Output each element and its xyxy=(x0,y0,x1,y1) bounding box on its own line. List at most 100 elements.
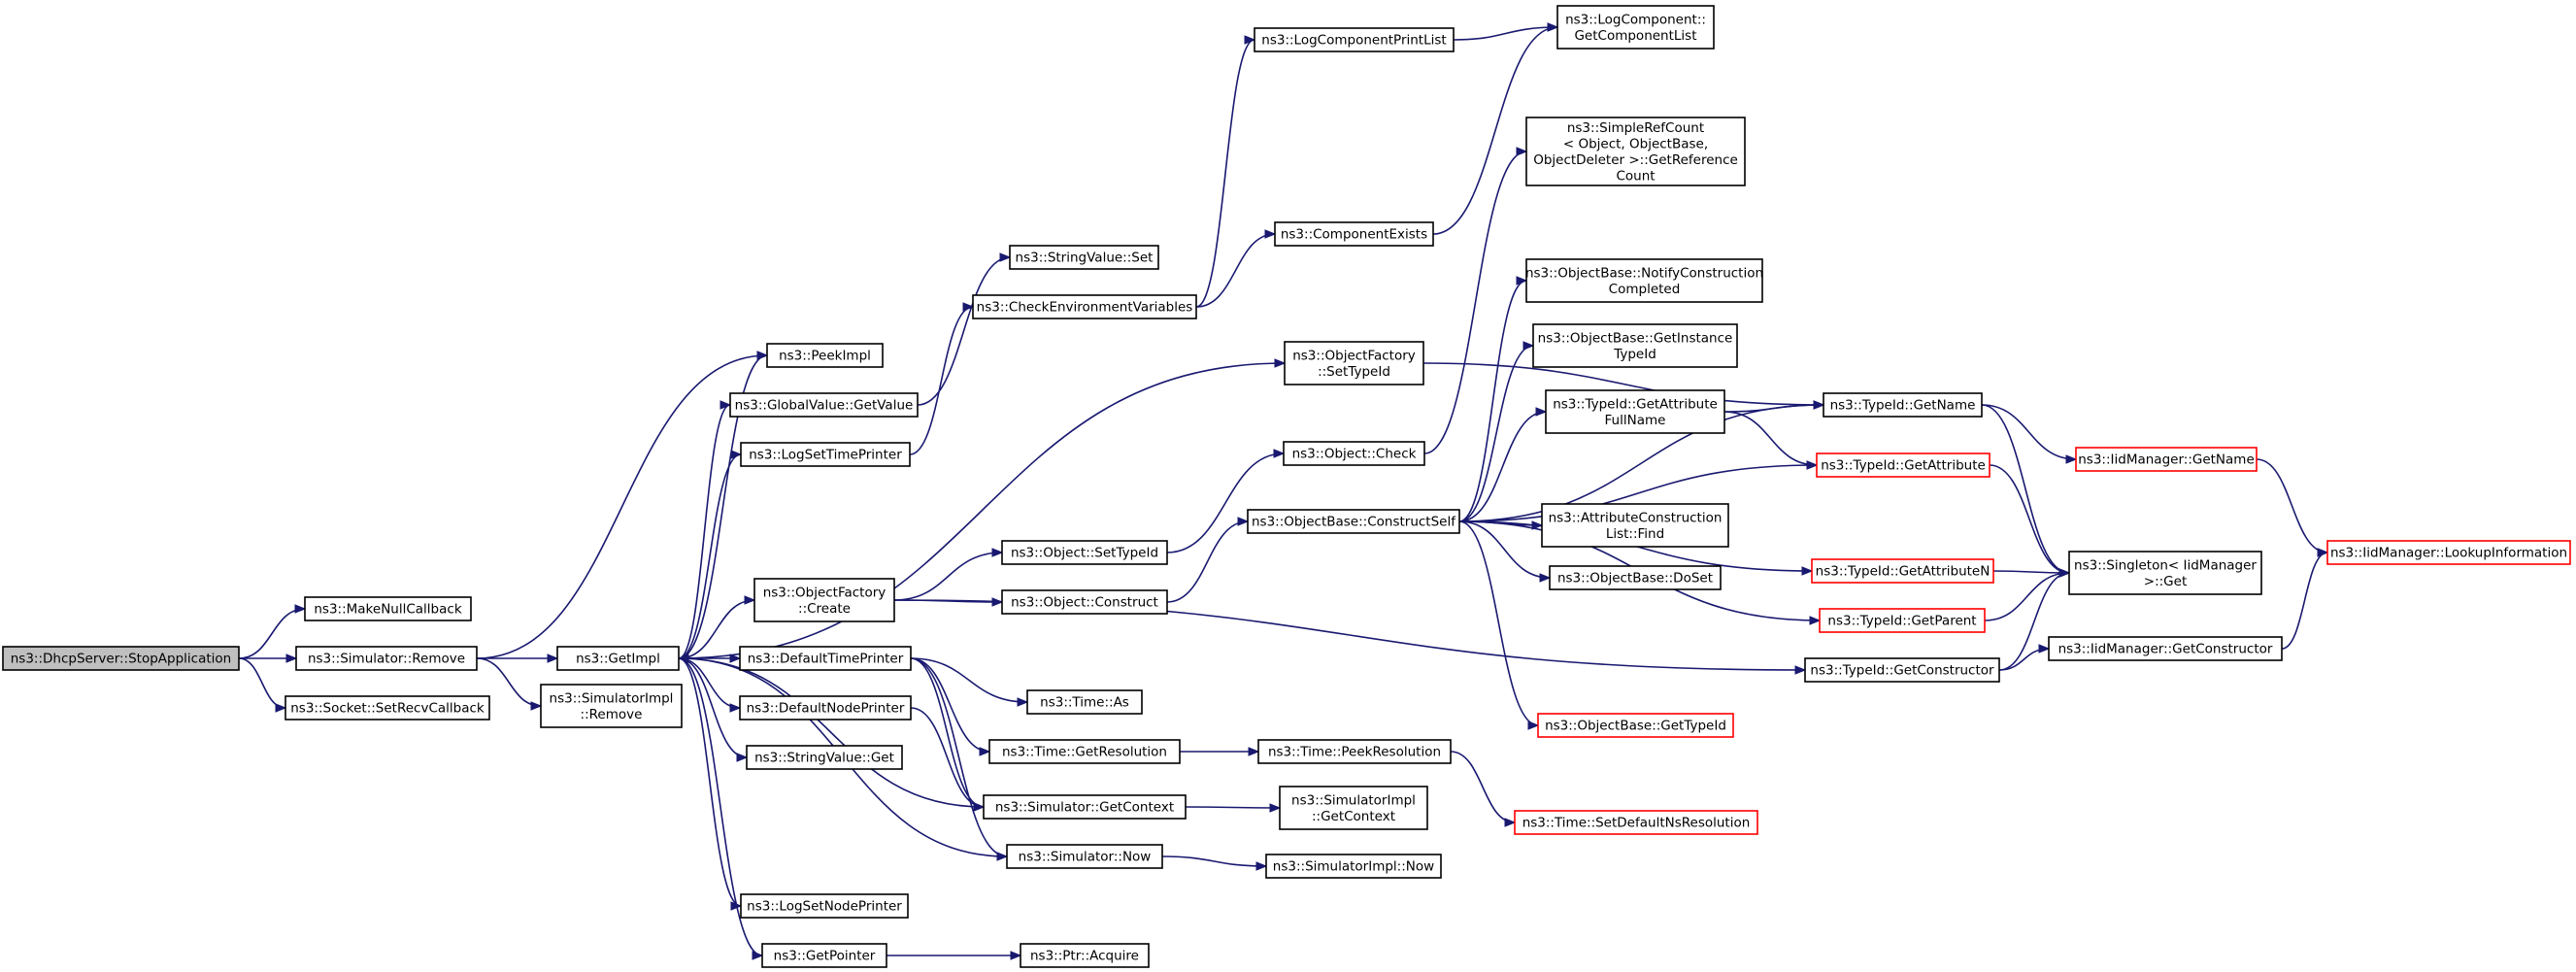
arrowhead xyxy=(2065,454,2078,464)
node-label: ns3::GlobalValue::GetValue xyxy=(735,398,914,414)
arrowhead xyxy=(979,747,991,756)
node-ns3-iidmanager-getname[interactable]: ns3::IidManager::GetName xyxy=(2075,447,2258,472)
node-box xyxy=(2048,636,2283,661)
node-ns3-objectbase-notifyconstruction-completed[interactable]: ns3::ObjectBase::NotifyConstructionCompl… xyxy=(1525,258,1763,303)
node-ns3-simulatorimpl-now[interactable]: ns3::SimulatorImpl::Now xyxy=(1265,854,1442,879)
node-box xyxy=(1549,565,1722,590)
node-ns3-logsetnodeprinter[interactable]: ns3::LogSetNodePrinter xyxy=(740,893,909,919)
node-box xyxy=(1804,657,2000,683)
node-ns3-iidmanager-lookupinformation[interactable]: ns3::IidManager::LookupInformation xyxy=(2326,540,2571,565)
node-ns3-time-peekresolution[interactable]: ns3::Time::PeekResolution xyxy=(1257,739,1452,764)
arrowhead xyxy=(1547,22,1559,32)
node-box xyxy=(1279,786,1428,830)
node-ns3-defaulttimeprinter[interactable]: ns3::DefaultTimePrinter xyxy=(739,646,912,671)
node-label: ns3::GetImpl xyxy=(576,652,660,667)
arrowhead xyxy=(1527,721,1540,730)
node-box xyxy=(1525,117,1746,186)
node-ns3-simulatorimpl-getcontext[interactable]: ns3::SimulatorImpl::GetContext xyxy=(1279,786,1428,830)
node-ns3-checkenvironmentvariables[interactable]: ns3::CheckEnvironmentVariables xyxy=(972,294,1197,319)
node-ns3-logcomponent-getcomponentlist[interactable]: ns3::LogComponent::GetComponentList xyxy=(1556,5,1715,50)
node-ns3-objectbase-doset[interactable]: ns3::ObjectBase::DoSet xyxy=(1549,565,1722,590)
edge-ns3-simulator-now-to-ns3-simulatorimpl-now xyxy=(1161,855,1267,867)
node-ns3-time-getresolution[interactable]: ns3::Time::GetResolution xyxy=(988,739,1181,764)
node-ns3-peekimpl[interactable]: ns3::PeekImpl xyxy=(766,343,884,368)
node-ns3-typeid-getparent[interactable]: ns3::TypeId::GetParent xyxy=(1819,608,1986,633)
node-ns3-getpointer[interactable]: ns3::GetPointer xyxy=(761,943,887,968)
node-box xyxy=(304,596,472,621)
node-ns3-typeid-getattribute[interactable]: ns3::TypeId::GetAttribute xyxy=(1816,452,1991,478)
node-ns3-object-settypeid[interactable]: ns3::Object::SetTypeId xyxy=(1001,540,1168,565)
node-ns3-getimpl[interactable]: ns3::GetImpl xyxy=(556,646,680,671)
node-ns3-dhcpserver-stopapplication[interactable]: ns3::DhcpServer::StopApplication xyxy=(2,646,240,671)
node-label: ns3::CheckEnvironmentVariables xyxy=(977,300,1193,316)
arrowhead xyxy=(1516,147,1528,156)
node-label: ns3::ObjectBase::GetInstance xyxy=(1538,330,1733,346)
node-box xyxy=(1006,844,1163,869)
edge-ns3-iidmanager-getconstructor-to-ns3-iidmanager-lookupinformation xyxy=(2281,552,2328,650)
node-ns3-defaultnodeprinter[interactable]: ns3::DefaultNodePrinter xyxy=(739,695,912,721)
node-label: ::Remove xyxy=(581,707,643,722)
edge-ns3-typeid-getconstructor-to-ns3-singleton-iidmanager-get xyxy=(1998,572,2070,671)
node-ns3-object-construct[interactable]: ns3::Object::Construct xyxy=(1001,589,1168,615)
node-box xyxy=(729,392,919,418)
node-ns3-objectfactory-create[interactable]: ns3::ObjectFactory::Create xyxy=(753,578,895,622)
node-ns3-objectfactory-settypeid[interactable]: ns3::ObjectFactory::SetTypeId xyxy=(1284,341,1424,385)
edge-ns3-defaulttimeprinter-to-ns3-time-as xyxy=(910,657,1028,703)
node-ns3-logsettimeprinter[interactable]: ns3::LogSetTimePrinter xyxy=(740,442,911,467)
node-label: ns3::IidManager::GetConstructor xyxy=(2058,642,2273,657)
edge-ns3-getimpl-to-ns3-stringvalue-get xyxy=(678,657,748,758)
arrowhead xyxy=(1813,400,1825,410)
node-ns3-logcomponentprintlist[interactable]: ns3::LogComponentPrintList xyxy=(1254,27,1455,52)
arrowhead xyxy=(1516,276,1528,285)
node-box xyxy=(1525,258,1763,303)
node-ns3-simulator-now[interactable]: ns3::Simulator::Now xyxy=(1006,844,1163,869)
node-ns3-stringvalue-set[interactable]: ns3::StringValue::Set xyxy=(1009,245,1159,270)
node-ns3-time-as[interactable]: ns3::Time::As xyxy=(1026,689,1143,715)
arrowhead xyxy=(991,548,1004,557)
edge-ns3-simulator-getcontext-to-ns3-getimpl xyxy=(678,657,985,808)
edge-ns3-getimpl-to-ns3-logsetnodeprinter xyxy=(678,657,742,907)
node-ns3-socket-setrecvcallback[interactable]: ns3::Socket::SetRecvCallback xyxy=(284,695,490,721)
node-box xyxy=(740,442,911,467)
node-label: ns3::PeekImpl xyxy=(779,349,871,364)
arrowhead xyxy=(530,701,543,711)
arrowhead xyxy=(1264,229,1277,239)
node-ns3-objectbase-gettypeid[interactable]: ns3::ObjectBase::GetTypeId xyxy=(1537,713,1734,738)
node-label: >::Get xyxy=(2144,574,2187,589)
edge-ns3-object-construct-to-ns3-objectbase-constructself xyxy=(1166,520,1249,603)
node-box xyxy=(1545,389,1725,434)
node-ns3-ptr-acquire[interactable]: ns3::Ptr::Acquire xyxy=(1020,943,1150,968)
node-ns3-globalvalue-getvalue[interactable]: ns3::GlobalValue::GetValue xyxy=(729,392,919,418)
node-label: List::Find xyxy=(1606,526,1664,542)
node-ns3-stringvalue-get[interactable]: ns3::StringValue::Get xyxy=(746,745,903,770)
node-ns3-objectbase-constructself[interactable]: ns3::ObjectBase::ConstructSelf xyxy=(1247,509,1460,534)
node-ns3-typeid-getname[interactable]: ns3::TypeId::GetName xyxy=(1823,392,1983,418)
node-label: ns3::StringValue::Set xyxy=(1016,251,1154,266)
node-box xyxy=(1556,5,1715,50)
node-label: ns3::TypeId::GetConstructor xyxy=(1810,663,1994,679)
node-ns3-makenullcallback[interactable]: ns3::MakeNullCallback xyxy=(304,596,472,621)
node-ns3-singleton-iidmanager-get[interactable]: ns3::Singleton< IidManager >::Get xyxy=(2068,551,2262,595)
node-box xyxy=(295,646,478,671)
node-ns3-simulator-getcontext[interactable]: ns3::Simulator::GetContext xyxy=(983,794,1187,820)
edge-ns3-componentexists-to-ns3-logcomponent-getcomponentlist xyxy=(1432,26,1558,235)
node-ns3-iidmanager-getconstructor[interactable]: ns3::IidManager::GetConstructor xyxy=(2048,636,2283,661)
node-ns3-simulator-remove[interactable]: ns3::Simulator::Remove xyxy=(295,646,478,671)
arrowhead xyxy=(547,654,559,663)
node-ns3-typeid-getattributen[interactable]: ns3::TypeId::GetAttributeN xyxy=(1811,558,1994,584)
node-ns3-typeid-getconstructor[interactable]: ns3::TypeId::GetConstructor xyxy=(1804,657,2000,683)
node-label: ns3::ObjectBase::ConstructSelf xyxy=(1252,515,1456,530)
arrowhead xyxy=(1522,341,1535,351)
node-label: ns3::Simulator::Remove xyxy=(308,652,465,667)
node-ns3-time-setdefaultnsresolution[interactable]: ns3::Time::SetDefaultNsResolution xyxy=(1514,810,1758,835)
node-box xyxy=(2326,540,2571,565)
node-ns3-componentexists[interactable]: ns3::ComponentExists xyxy=(1274,221,1434,247)
node-ns3-object-check[interactable]: ns3::Object::Check xyxy=(1283,441,1425,466)
node-ns3-simulatorimpl-remove[interactable]: ns3::SimulatorImpl::Remove xyxy=(540,684,683,728)
node-ns3-simplerefcount-object-objectbase-objectdeleter-getreference-count[interactable]: ns3::SimpleRefCount< Object, ObjectBase,… xyxy=(1525,117,1746,186)
edge-ns3-objectbase-constructself-to-ns3-typeid-getname xyxy=(1458,404,1824,522)
node-box xyxy=(540,684,683,728)
